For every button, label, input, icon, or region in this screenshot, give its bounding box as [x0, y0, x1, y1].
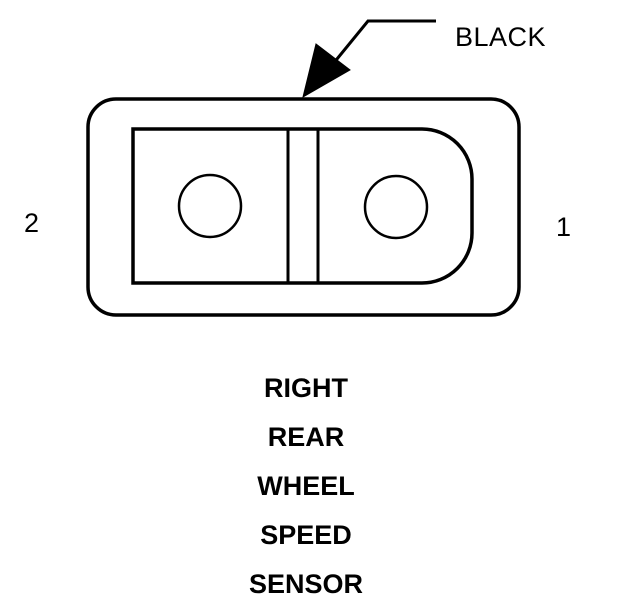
connector-cavity	[131, 127, 474, 285]
caption-line: REAR	[267, 422, 345, 452]
caption-line: SPEED	[260, 520, 352, 550]
pin-1-label: 1	[556, 212, 572, 242]
pin-2-terminal	[177, 173, 243, 239]
leader-line	[326, 19, 436, 71]
caption-line: RIGHT	[264, 373, 348, 403]
caption-line: WHEEL	[257, 471, 355, 501]
wire-color-label: BLACK	[455, 22, 547, 52]
pin-2-label: 2	[24, 208, 40, 238]
caption-line: SENSOR	[248, 569, 364, 599]
pin-1-terminal	[363, 174, 429, 240]
leader-arrowhead	[302, 43, 351, 99]
component-caption: RIGHT REAR WHEEL SPEED SENSOR	[0, 364, 612, 609]
